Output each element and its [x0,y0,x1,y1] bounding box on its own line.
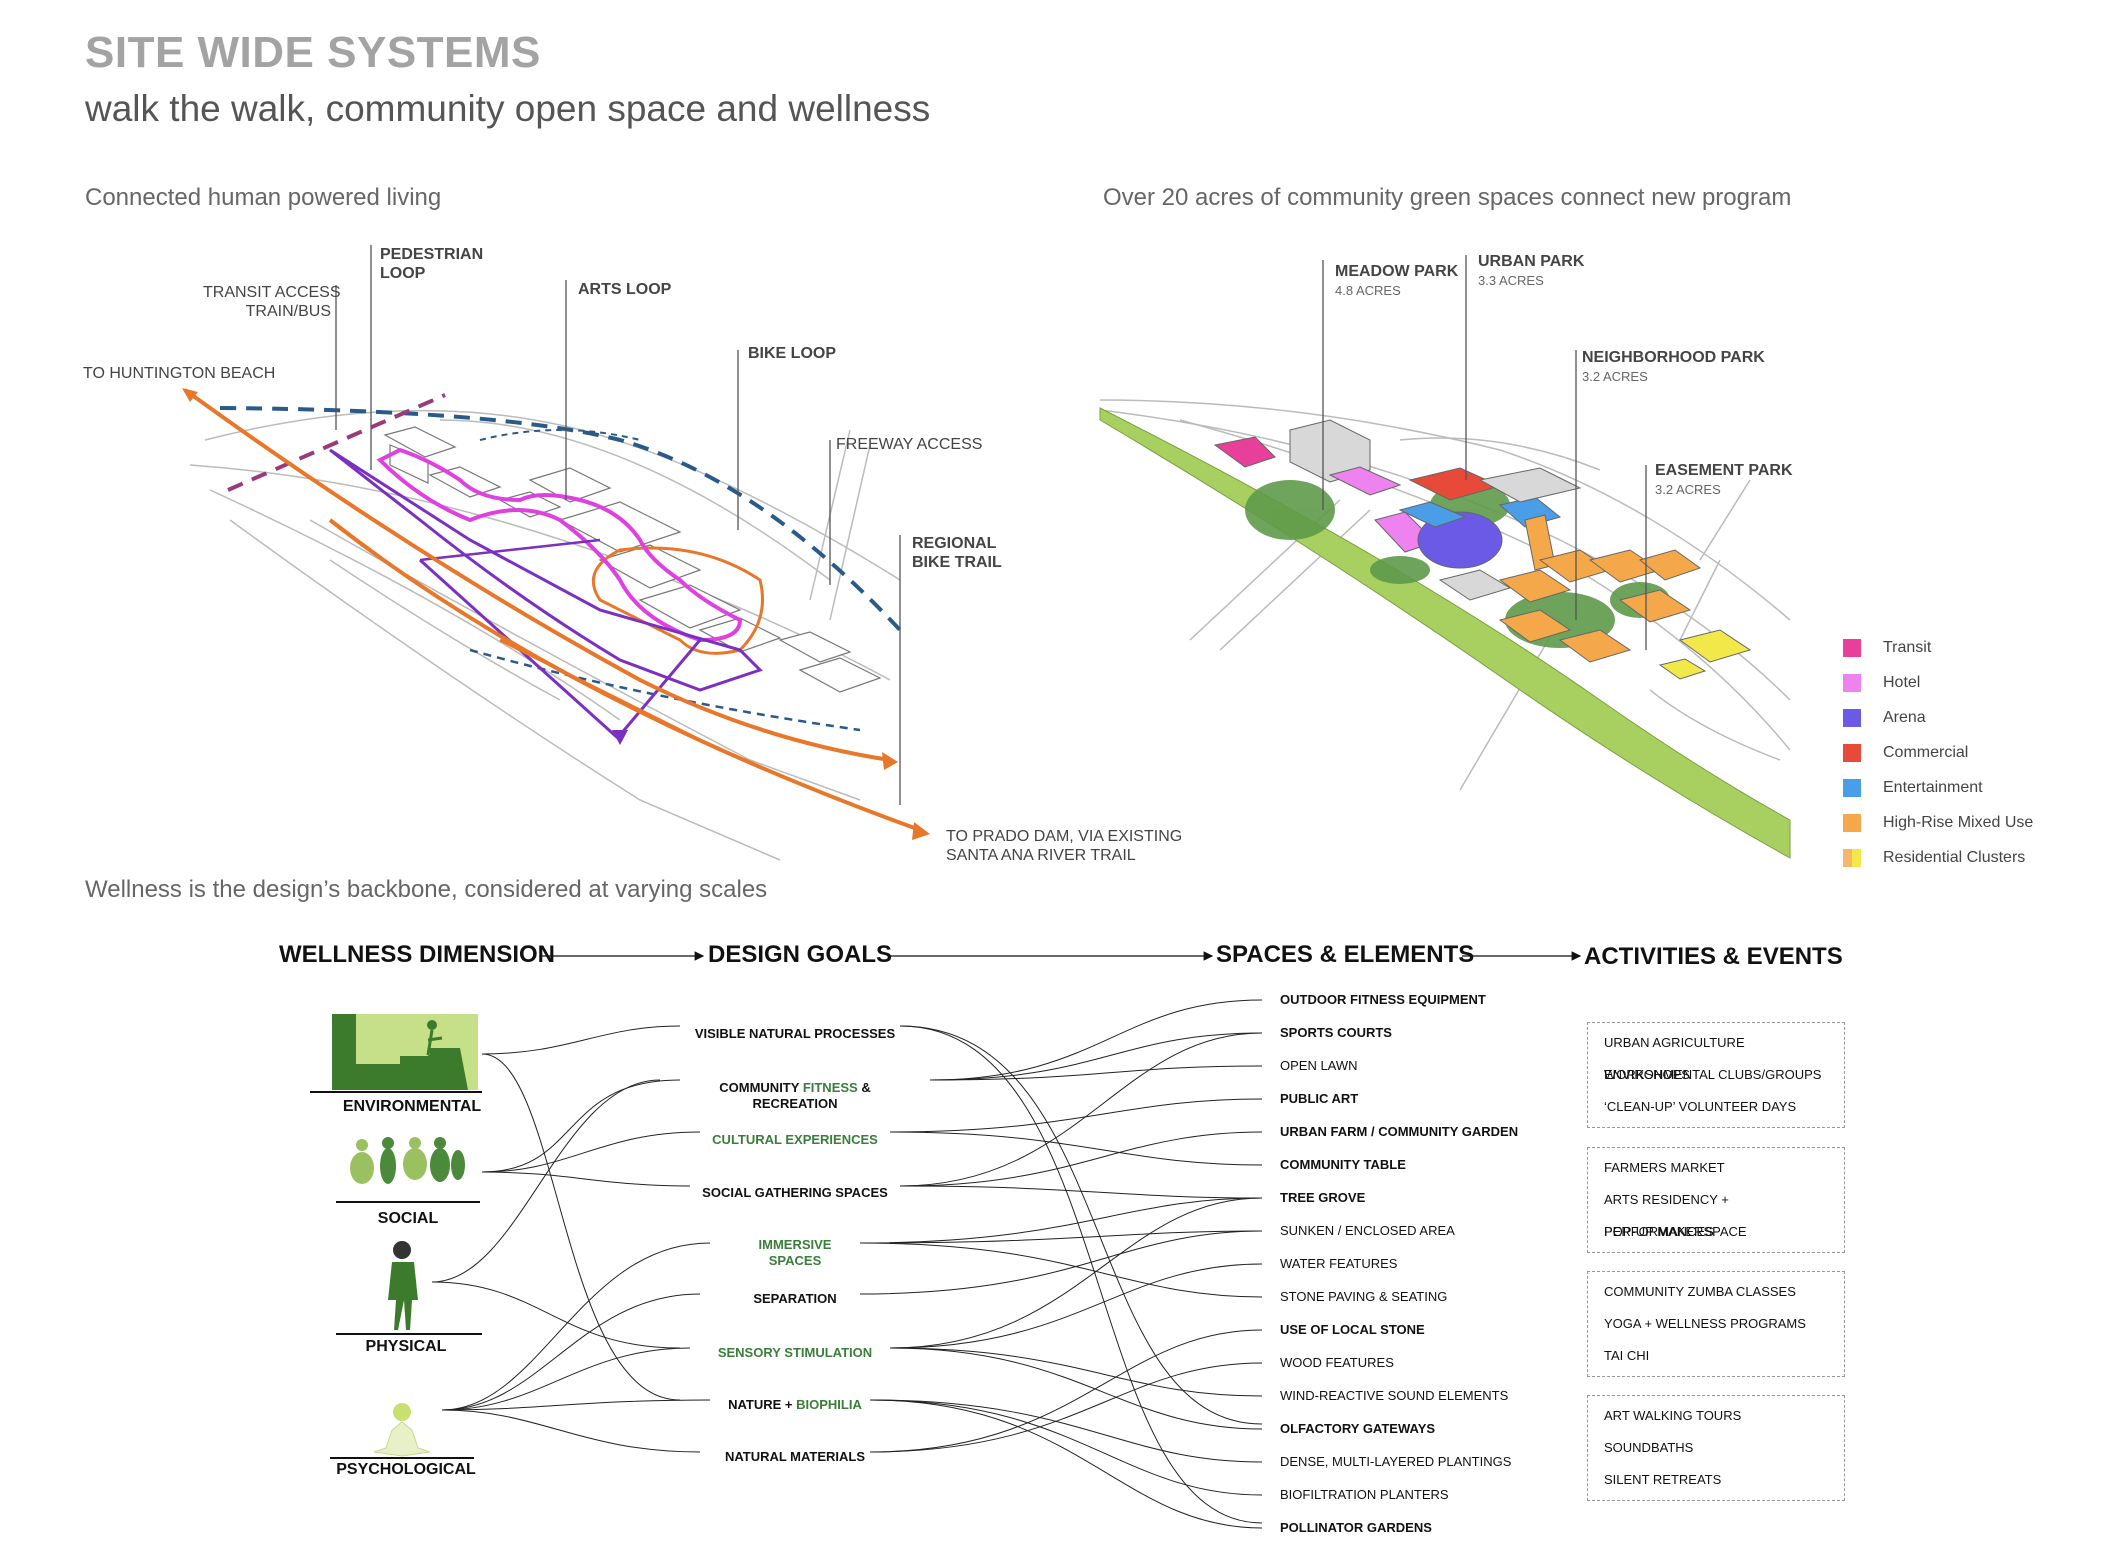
park-acres-easement: 3.2 ACRES [1655,482,1721,497]
element-item: WOOD FEATURES [1280,1355,1394,1370]
physical-icon [336,1241,482,1335]
legend-item: Residential Clusters [1843,840,2033,875]
dimension-social: SOCIAL [377,1210,439,1227]
legend-item: Entertainment [1843,770,2033,805]
element-item: DENSE, MULTI-LAYERED PLANTINGS [1280,1454,1512,1469]
park-acres-meadow: 4.8 ACRES [1335,283,1401,298]
activity-item: YOGA + WELLNESS PROGRAMS [1604,1316,1806,1331]
legend-swatch [1843,743,1861,762]
park-label-easement: EASEMENT PARK 3.2 ACRES [1655,462,1793,497]
header-design-goals: DESIGN GOALS [708,941,893,968]
label-prado-dam: TO PRADO DAM, VIA EXISTING SANTA ANA RIV… [946,828,1183,864]
activity-item: ARTS RESIDENCY + PERFORMANCES [1604,1192,1729,1239]
legend-item: Commercial [1843,735,2033,770]
goal-visible-natural-processes: VISIBLE NATURAL PROCESSES [694,1026,896,1041]
element-item: TREE GROVE [1280,1190,1366,1205]
elements-list: OUTDOOR FITNESS EQUIPMENT SPORTS COURTS … [1280,983,1518,1544]
park-acres-urban: 3.3 ACRES [1478,273,1544,288]
element-item: BIOFILTRATION PLANTERS [1280,1487,1449,1502]
label-transit-access: TRANSIT ACCESS TRAIN/BUS [203,284,341,320]
goal-cultural-experiences: CULTURAL EXPERIENCES [712,1132,878,1147]
park-label-neighborhood: NEIGHBORHOOD PARK 3.2 ACRES [1582,349,1765,384]
right-map-caption: Over 20 acres of community green spaces … [1103,184,1792,211]
header-activities-events: ACTIVITIES & EVENTS [1584,943,1843,970]
park-acres-neighborhood: 3.2 ACRES [1582,369,1648,384]
label-pedestrian-loop: PEDESTRIAN LOOP [380,246,484,282]
label-regional-bike-trail: REGIONAL BIKE TRAIL [912,535,1002,571]
park-label-urban: URBAN PARK 3.3 ACRES [1478,253,1585,288]
element-item: POLLINATOR GARDENS [1280,1520,1432,1535]
activity-group-psychological: ART WALKING TOURS SOUNDBATHS SILENT RETR… [1587,1395,1845,1501]
label-arts-loop: ARTS LOOP [578,281,672,298]
element-item: OPEN LAWN [1280,1058,1358,1073]
psychological-icon [330,1403,474,1459]
goal-natural-materials: NATURAL MATERIALS [724,1449,866,1464]
environmental-icon [310,1014,482,1093]
dimension-physical: PHYSICAL [365,1338,447,1355]
activity-group-social: FARMERS MARKET ARTS RESIDENCY + PERFORMA… [1587,1147,1845,1253]
legend-swatch [1843,673,1861,692]
activity-item: SOUNDBATHS [1604,1440,1694,1455]
legend-item: Transit [1843,630,2033,665]
legend-swatch [1843,708,1861,727]
left-map-caption: Connected human powered living [85,184,442,211]
legend-swatch [1843,848,1861,867]
activity-group-physical: COMMUNITY ZUMBA CLASSES YOGA + WELLNESS … [1587,1271,1845,1377]
wellness-caption: Wellness is the design’s backbone, consi… [85,876,768,903]
legend-swatch [1843,813,1861,832]
social-icon [336,1137,480,1203]
element-item: WATER FEATURES [1280,1256,1398,1271]
element-item: USE OF LOCAL STONE [1280,1322,1425,1337]
element-item: PUBLIC ART [1280,1091,1359,1106]
legend-swatch [1843,638,1861,657]
goal-sensory-stimulation: SENSORY STIMULATION [717,1345,873,1360]
activity-item: FARMERS MARKET [1604,1160,1725,1175]
element-item: SUNKEN / ENCLOSED AREA [1280,1223,1455,1238]
element-item: SPORTS COURTS [1280,1025,1392,1040]
activity-item: COMMUNITY ZUMBA CLASSES [1604,1284,1796,1299]
goal-social-gathering: SOCIAL GATHERING SPACES [702,1185,888,1200]
header-spaces-elements: SPACES & ELEMENTS [1216,941,1475,968]
label-huntington-beach: TO HUNTINGTON BEACH [83,365,276,382]
goal-nature-biophilia: NATURE + BIOPHILIA [728,1397,862,1412]
goal-immersive-spaces: IMMERSIVE SPACES [758,1237,832,1268]
activity-item: SILENT RETREATS [1604,1472,1722,1487]
legend-item: High-Rise Mixed Use [1843,805,2033,840]
legend-swatch [1843,778,1861,797]
element-item: URBAN FARM / COMMUNITY GARDEN [1280,1124,1519,1139]
activity-group-environmental: URBAN AGRICULTURE WORKSHOPS ENVIRONMENTA… [1587,1022,1845,1128]
label-freeway-access: FREEWAY ACCESS [836,436,983,453]
element-item: COMMUNITY TABLE [1280,1157,1406,1172]
program-legend: Transit Hotel Arena Commercial Entertain… [1843,630,2033,875]
element-item: STONE PAVING & SEATING [1280,1289,1448,1304]
activity-item: POP-UP MAKERSPACE [1604,1224,1747,1239]
element-item: OLFACTORY GATEWAYS [1280,1421,1436,1436]
activity-item: TAI CHI [1604,1348,1650,1363]
goal-separation: SEPARATION [753,1291,837,1306]
legend-item: Hotel [1843,665,2033,700]
element-item: WIND-REACTIVE SOUND ELEMENTS [1280,1388,1509,1403]
legend-item: Arena [1843,700,2033,735]
dimension-environmental: ENVIRONMENTAL [342,1098,482,1115]
page-subtitle: walk the walk, community open space and … [85,88,931,129]
activity-item: URBAN AGRICULTURE WORKSHOPS [1604,1035,1745,1082]
header-wellness-dimension: WELLNESS DIMENSION [279,941,556,968]
element-item: OUTDOOR FITNESS EQUIPMENT [1280,992,1486,1007]
page-title: SITE WIDE SYSTEMS [85,28,541,77]
park-label-meadow: MEADOW PARK 4.8 ACRES [1335,263,1459,298]
activity-item: ENVIRONMENTAL CLUBS/GROUPS [1604,1067,1822,1082]
goal-community-fitness: COMMUNITY FITNESS & RECREATION [719,1080,871,1111]
activity-item: ‘CLEAN-UP’ VOLUNTEER DAYS [1604,1099,1797,1114]
label-bike-loop: BIKE LOOP [748,345,837,362]
activity-item: ART WALKING TOURS [1604,1408,1742,1423]
dimension-psychological: PSYCHOLOGICAL [336,1461,476,1478]
